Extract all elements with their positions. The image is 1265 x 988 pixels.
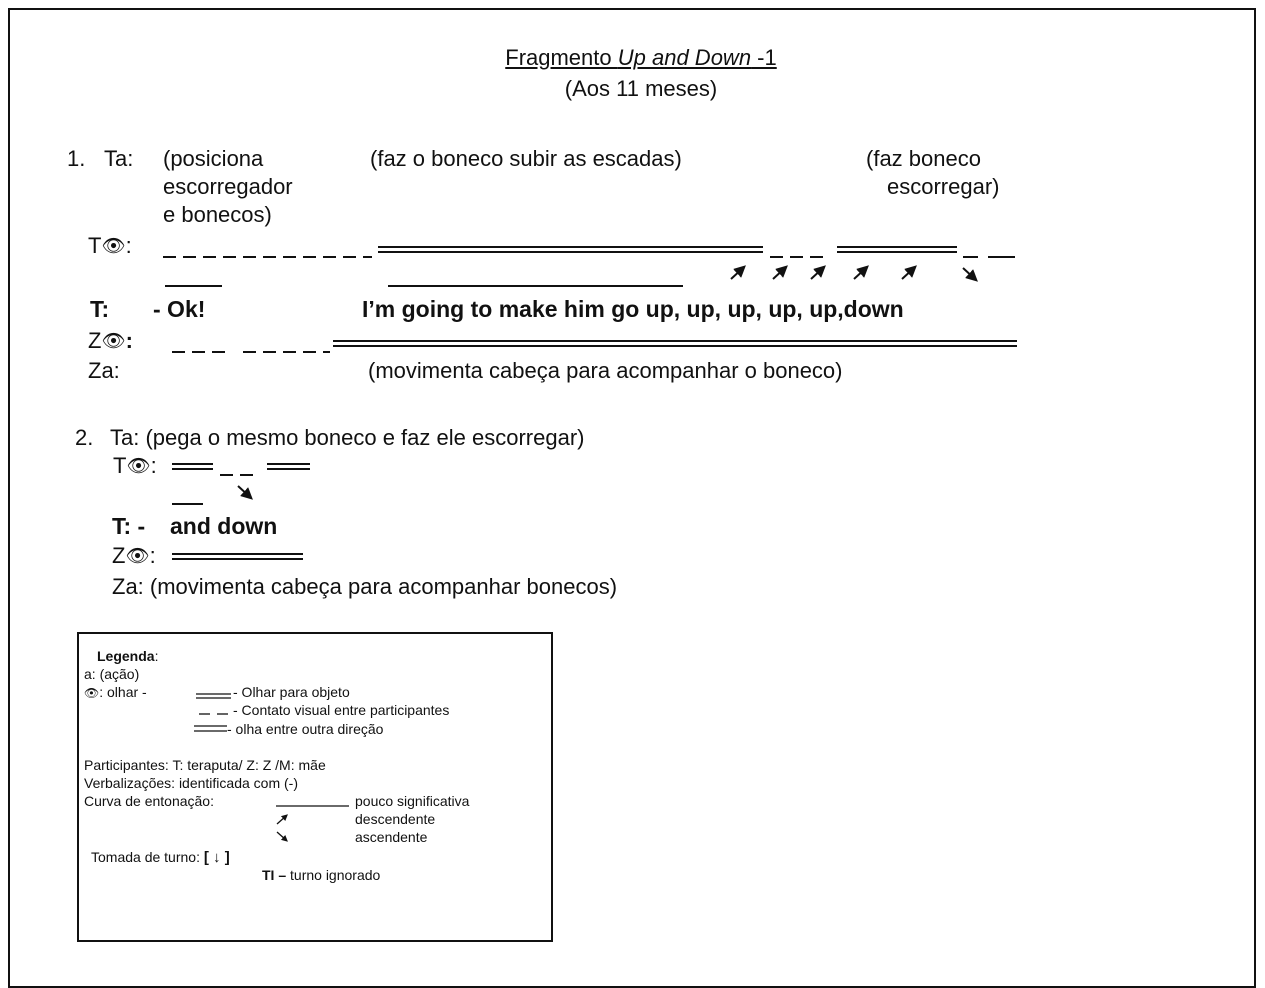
title-italic: Up and Down [617, 45, 752, 70]
eye-icon: 👁 [101, 236, 126, 257]
arrow-up-right-icon [276, 814, 288, 825]
legend-turn-ignored-code: TI – [262, 867, 287, 883]
legend-heading: Legenda: [97, 649, 158, 663]
section1-z-gaze-label: Z👁: [88, 330, 133, 352]
legend-intonation-label: Curva de entonação: [84, 793, 214, 809]
eye-icon: 👁 [101, 331, 126, 352]
section2-number: 2. [75, 425, 94, 450]
t-gaze-colon: : [125, 233, 132, 258]
section1-action1-line3: e bonecos) [163, 202, 272, 227]
arrow-down-right-icon [237, 485, 253, 500]
legend-turn-ignored: TI – turno ignorado [262, 868, 380, 882]
eye-icon: 👁 [84, 686, 100, 700]
arrow-up-right-icon [853, 265, 869, 280]
section1-utterance1: - Ok! [153, 296, 206, 322]
legend-gaze-other: - olha entre outra direção [227, 721, 384, 737]
legend-action: a: (ação) [84, 666, 140, 682]
legend-heading-text: Legenda [97, 648, 155, 664]
eye-icon: 👁 [126, 456, 151, 477]
page-subtitle: (Aos 11 meses) [564, 76, 718, 101]
section1-za-text: (movimenta cabeça para acompanhar o bone… [368, 358, 843, 383]
section1-t-gaze-label: T👁: [88, 235, 132, 257]
z-gaze-letter: Z [88, 328, 102, 353]
t-gaze-letter: T [113, 453, 127, 478]
legend-gaze-contact: - Contato visual entre participantes [233, 702, 450, 718]
arrow-up-right-icon [810, 265, 826, 280]
legend-verbalizations: Verbalizações: identificada com (-) [84, 775, 298, 791]
legend-turn-label: Tomada de turno: [91, 849, 200, 865]
title-suffix: -1 [751, 45, 777, 70]
legend-marks [194, 693, 349, 842]
legend-heading-colon: : [154, 648, 159, 664]
arrow-up-right-icon [772, 265, 788, 280]
z-gaze-colon: : [149, 543, 156, 568]
t-gaze-letter: T [88, 233, 102, 258]
page-title: Fragmento Up and Down -1 [0, 47, 1265, 69]
legend-gaze-object: - Olhar para objeto [233, 684, 350, 700]
section1-action3-line1: (faz boneco [866, 146, 981, 171]
section1-number: 1. [67, 146, 86, 171]
legend-intonation-asc: ascendente [355, 829, 428, 845]
legend-intonation-desc: descendente [355, 811, 436, 827]
section2-za-text: Za: (movimenta cabeça para acompanhar bo… [112, 574, 618, 599]
section1-ta-label: Ta: [104, 146, 134, 171]
section1-action1-line1: (posiciona [163, 146, 264, 171]
section2-t-gaze-label: T👁: [113, 455, 157, 477]
legend-box: Legenda: a: (ação) 👁: olhar - - Olhar pa… [77, 632, 553, 942]
legend-turn-ignored-text: turno ignorado [286, 867, 381, 883]
legend-gaze-row: 👁: olhar - [84, 685, 147, 699]
section1-action1-line2: escorregador [163, 174, 293, 199]
legend-turn-row: Tomada de turno: [ ↓ ] [91, 850, 230, 865]
section2-t-label: T: - [112, 513, 146, 539]
arrow-down-right-icon [276, 831, 288, 842]
legend-participants: Participantes: T: teraputa/ Z: Z /M: mãe [84, 757, 326, 773]
arrow-up-right-icon [901, 265, 917, 280]
legend-gaze-prefix: : olhar - [99, 684, 147, 700]
arrow-down-right-icon [962, 267, 978, 282]
legend-intonation-flat: pouco significativa [355, 793, 470, 809]
section1-t-label: T: [90, 296, 110, 322]
section1-action2: (faz o boneco subir as escadas) [370, 146, 682, 171]
section2-z-gaze-label: Z👁: [112, 545, 156, 567]
t-gaze-colon: : [150, 453, 157, 478]
arrow-up-right-icon [730, 265, 746, 280]
section1-action3-line2: escorregar) [887, 174, 1000, 199]
z-gaze-letter: Z [112, 543, 126, 568]
section2-utterance: and down [170, 513, 278, 539]
eye-icon: 👁 [125, 546, 150, 567]
section1-utterance2: I’m going to make him go up, up, up, up,… [362, 296, 904, 322]
z-gaze-colon: : [125, 328, 133, 353]
title-prefix: Fragmento [505, 45, 618, 70]
section2-ta-text: Ta: (pega o mesmo boneco e faz ele escor… [110, 425, 585, 450]
section1-za-label: Za: [88, 358, 120, 383]
legend-turn-symbol: [ ↓ ] [203, 849, 230, 866]
